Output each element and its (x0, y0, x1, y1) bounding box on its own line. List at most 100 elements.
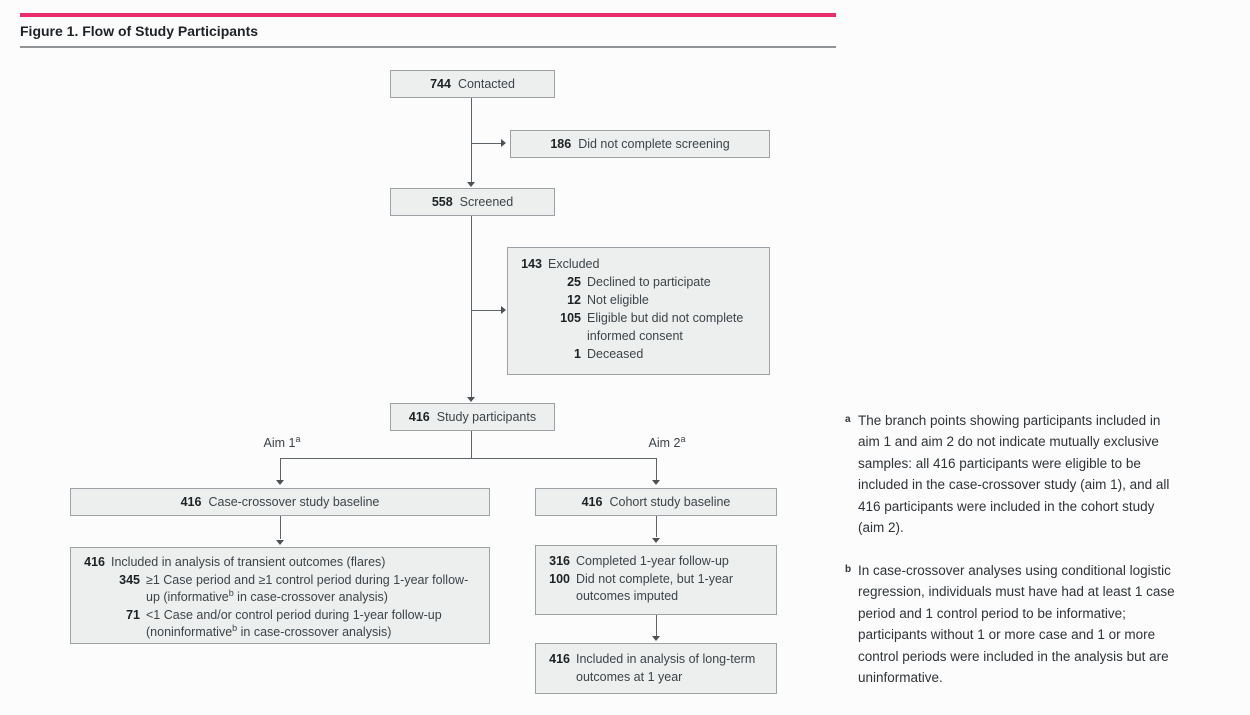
transient-item-row: 345 ≥1 Case period and ≥1 control period… (79, 572, 481, 607)
figure-title: Figure 1. Flow of Study Participants (20, 23, 259, 39)
transient-item-row: 71 <1 Case and/or control period during … (79, 607, 481, 642)
arrowhead-cohort-baseline (652, 480, 660, 485)
followup-completed-count: 316 (549, 554, 570, 568)
not-screened-count: 186 (550, 137, 572, 151)
arrowhead-cc-baseline (276, 480, 284, 485)
footnote-a-marker: a (845, 414, 851, 425)
footnote-a-line: samples: all 416 participants were eligi… (858, 455, 1141, 471)
excluded-count: 143 (521, 257, 542, 271)
arrowhead-excluded (501, 306, 506, 314)
footnote-b: b In case-crossover analyses using condi… (845, 560, 1250, 688)
screened-label: Screened (459, 195, 514, 209)
transient-item-count: 71 (126, 607, 140, 622)
box-case-crossover-baseline: 416 Case-crossover study baseline (70, 488, 490, 516)
transient-item-text: <1 Case and/or control period during 1-y… (146, 607, 442, 640)
aim1-label: Aim 1a (252, 433, 312, 450)
cc-baseline-label: Case-crossover study baseline (208, 495, 380, 509)
transient-item-text-post: in case-crossover analysis) (233, 590, 388, 604)
box-study-participants: 416 Study participants (390, 403, 555, 431)
cohort-baseline-count: 416 (581, 495, 603, 509)
footnote-b-ref: b (232, 622, 238, 633)
cc-baseline-count: 416 (180, 495, 202, 509)
connector-followup-longterm (656, 615, 657, 636)
footnote-a-line: aim 1 and aim 2 do not indicate mutually… (858, 434, 1159, 450)
footnote-b-line: uninformative. (858, 670, 943, 686)
footnote-a: a The branch points showing participants… (845, 410, 1250, 538)
aim1-superscript: a (295, 433, 301, 444)
connector-cohort-baseline-followup (656, 516, 657, 537)
footnote-a-line: included in the case-crossover study (ai… (858, 477, 1170, 493)
followup-imputed-count: 100 (549, 571, 570, 586)
arrowhead-screened (467, 182, 475, 187)
excluded-item-label: Declined to participate (587, 275, 711, 289)
footnote-b-line: control periods were included in the ana… (858, 648, 1169, 664)
arrowhead-longterm-outcomes (652, 636, 660, 641)
arrowhead-participants (467, 397, 475, 402)
followup-completed-label: Completed 1-year follow-up (576, 554, 729, 568)
participants-count: 416 (408, 410, 430, 424)
excluded-item-row: 12 Not eligible (516, 291, 761, 309)
transient-item-label: <1 Case and/or control period during 1-y… (146, 607, 481, 642)
excluded-item-row: 105 Eligible but did not complete inform… (516, 309, 761, 345)
box-did-not-complete-screening: 186 Did not complete screening (510, 130, 770, 158)
contacted-count: 744 (430, 77, 451, 91)
connector-contacted-screened (471, 98, 472, 183)
arrowhead-not-screened (501, 139, 506, 147)
footnote-b-marker: b (845, 564, 852, 575)
excluded-item-count: 1 (574, 347, 581, 361)
box-transient-outcomes: 416 Included in analysis of transient ou… (70, 547, 490, 644)
not-screened-label: Did not complete screening (578, 137, 730, 151)
box-contacted: 744 Contacted (390, 70, 555, 98)
aim1-text: Aim 1 (263, 436, 296, 450)
longterm-label: Included in analysis of long-term outcom… (576, 652, 756, 684)
arrowhead-cohort-followup (652, 538, 660, 543)
longterm-row: 416 Included in analysis of long-term ou… (546, 651, 768, 686)
followup-imputed-label: Did not complete, but 1-year outcomes im… (576, 571, 734, 604)
branch-right-drop (656, 458, 657, 480)
followup-item-row: 100 Did not complete, but 1-year outcome… (546, 571, 768, 606)
connector-to-excluded (471, 310, 502, 311)
footnote-a-line: The branch points showing participants i… (858, 413, 1161, 428)
cohort-baseline-label: Cohort study baseline (609, 495, 731, 509)
footnote-a-line: (aim 2). (858, 520, 904, 536)
footnote-b-line: In case-crossover analyses using conditi… (858, 563, 1171, 578)
excluded-item-row: 1 Deceased (516, 345, 761, 363)
screened-count: 558 (431, 195, 453, 209)
footnote-b-line: period and 1 control period to be inform… (858, 605, 1126, 621)
excluded-item-count: 12 (567, 293, 581, 307)
footnote-a-line: 416 participants were included in the co… (858, 498, 1155, 514)
contacted-label: Contacted (457, 77, 515, 91)
transient-item-count: 345 (119, 572, 140, 587)
box-excluded: 143 Excluded 25 Declined to participate … (507, 247, 770, 375)
followup-item-row: 316 Completed 1-year follow-up (546, 553, 768, 571)
footnote-b-line: regression, individuals must have had at… (858, 584, 1175, 600)
excluded-header-row: 143 Excluded (516, 255, 761, 273)
excluded-item-count: 105 (560, 311, 581, 325)
box-cohort-baseline: 416 Cohort study baseline (535, 488, 777, 516)
connector-screened-participants (471, 216, 472, 398)
branch-line (280, 458, 657, 459)
transient-item-text: ≥1 Case period and ≥1 control period dur… (146, 572, 469, 605)
box-screened: 558 Screened (390, 188, 555, 216)
box-longterm-outcomes: 416 Included in analysis of long-term ou… (535, 643, 777, 694)
footnote-b-line: participants without 1 or more case and … (858, 627, 1156, 643)
transient-item-label: ≥1 Case period and ≥1 control period dur… (146, 572, 481, 607)
excluded-item-label: Deceased (587, 347, 644, 361)
transient-count: 416 (84, 555, 105, 569)
footnote-b-ref: b (228, 587, 234, 598)
excluded-item-row: 25 Declined to participate (516, 273, 761, 291)
aim2-text: Aim 2 (648, 436, 681, 450)
box-cohort-followup: 316 Completed 1-year follow-up 100 Did n… (535, 545, 777, 615)
participants-label: Study participants (436, 410, 537, 424)
connector-to-not-screened (471, 143, 502, 144)
aim2-label: Aim 2a (637, 434, 697, 450)
connector-cc-baseline-analysis (280, 516, 281, 539)
arrowhead-transient-outcomes (276, 540, 284, 545)
branch-left-drop (280, 458, 281, 480)
title-rule (20, 46, 836, 48)
connector-participants-branch (471, 431, 472, 458)
transient-item-text-post: in case-crossover analysis) (237, 625, 392, 639)
accent-bar (20, 13, 836, 17)
excluded-item-label: Eligible but did not complete informed c… (587, 311, 744, 343)
